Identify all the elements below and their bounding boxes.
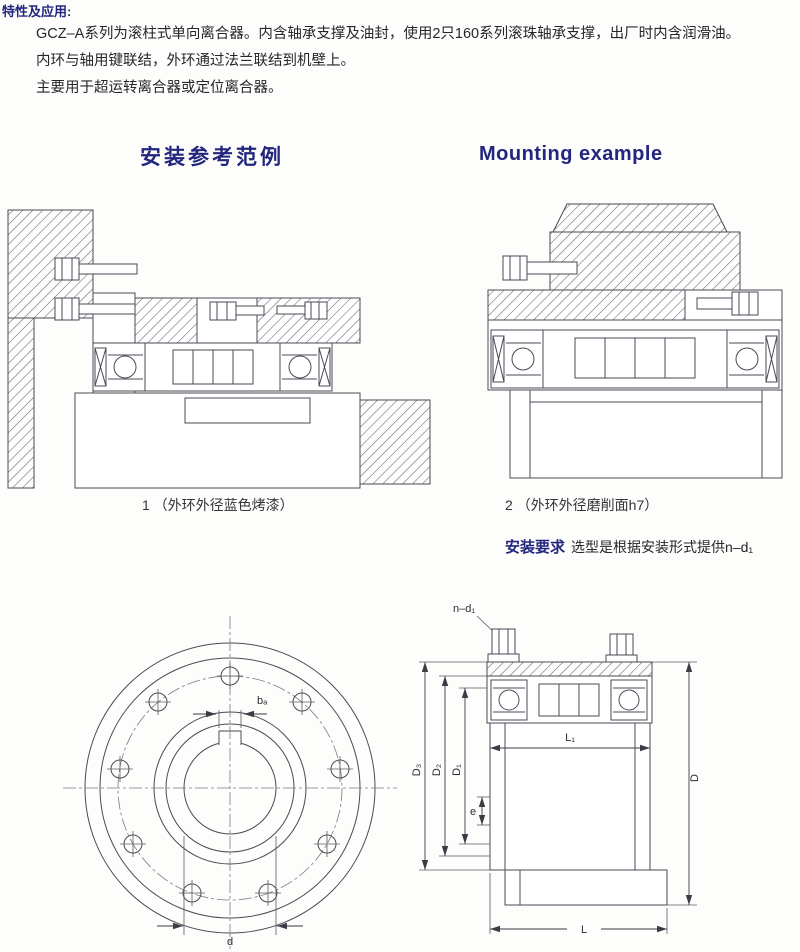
dim-label-D3: D₃ xyxy=(411,764,423,776)
dim-ba: bₐ xyxy=(193,695,268,728)
outer-ring xyxy=(134,297,361,344)
figure-side-section: n–d₁ L₁ D₃ xyxy=(411,603,701,936)
mounting-bolt-2 xyxy=(605,633,638,663)
drive-hub xyxy=(549,203,741,291)
figure-heading-cn: 安装参考范例 xyxy=(140,146,284,169)
page-title: 特性及应用: xyxy=(2,4,72,19)
intro-paragraph: GCZ–A系列为滚柱式单向离合器。内含轴承支撑及油封，使用2只160系列滚珠轴承… xyxy=(36,21,796,102)
dim-L1: L₁ xyxy=(490,732,650,752)
dim-label-d: d xyxy=(227,936,233,948)
flange-bolts xyxy=(54,257,138,321)
lower-housing xyxy=(509,389,783,479)
dim-d: d xyxy=(157,836,303,948)
clutch-section xyxy=(486,661,653,724)
bolt-holes xyxy=(107,663,353,906)
dim-D1: D₁ xyxy=(451,687,490,845)
inner-hub-and-shaft xyxy=(74,392,431,489)
figure-heading-en: Mounting example xyxy=(479,143,663,165)
mounting-note-label: 安装要求 xyxy=(505,539,566,556)
flange-bolt-left xyxy=(502,255,578,281)
mounting-bolt-1 xyxy=(487,628,520,663)
dim-D: D xyxy=(652,661,701,906)
flange-bolt-right xyxy=(696,291,759,316)
dim-label-nd1: n–d₁ xyxy=(453,603,475,615)
dim-e: e xyxy=(470,796,490,826)
figure-front-view: bₐ d xyxy=(63,616,397,949)
figure-mounting-example-1 xyxy=(7,209,431,489)
dim-label-D1: D₁ xyxy=(451,764,463,776)
ball-bearings xyxy=(490,329,780,389)
dim-D2: D₂ xyxy=(431,675,490,857)
intro-line-3: 主要用于超运转离合器或定位离合器。 xyxy=(36,80,283,96)
dim-label-D2: D₂ xyxy=(431,764,443,776)
dim-label-ba: bₐ xyxy=(257,695,268,707)
intro-line-1: GCZ–A系列为滚柱式单向离合器。内含轴承支撑及油封，使用2只160系列滚珠轴承… xyxy=(36,26,741,42)
ball-bearings xyxy=(92,342,333,392)
dim-label-D: D xyxy=(689,774,701,782)
figure-caption-2: 2 （外环外径磨削面h7） xyxy=(505,497,659,513)
dim-label-L: L xyxy=(581,924,587,936)
dim-L: L xyxy=(489,873,668,936)
dim-label-e: e xyxy=(470,806,476,818)
mounting-note: 安装要求选型是根据安装形式提供n–d₁ xyxy=(505,536,753,557)
figure-caption-1: 1 （外环外径蓝色烤漆） xyxy=(142,497,294,513)
dim-D3: D₃ xyxy=(411,661,490,871)
figure-mounting-example-2 xyxy=(487,203,783,479)
body-and-flange xyxy=(489,722,668,906)
dim-label-L1: L₁ xyxy=(565,732,575,744)
mounting-note-text: 选型是根据安装形式提供n–d₁ xyxy=(571,539,754,555)
intro-line-2: 内环与轴用键联结，外环通过法兰联结到机壁上。 xyxy=(36,53,355,69)
